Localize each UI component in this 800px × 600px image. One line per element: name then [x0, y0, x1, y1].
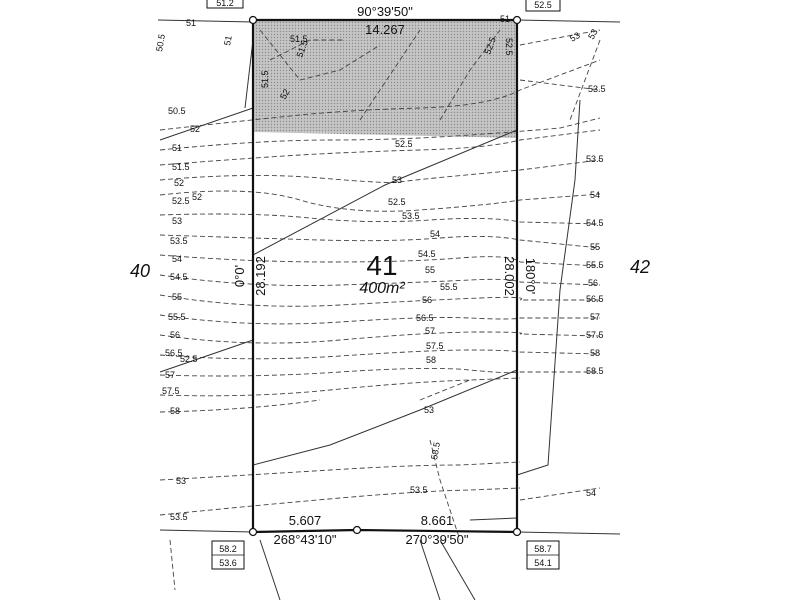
corner-marker-top-right: [512, 15, 522, 25]
lot-number: 41: [366, 250, 397, 281]
contour-lines: [159, 29, 601, 591]
contour-label: 57: [590, 312, 600, 322]
level-bottom-right-upper: 58.7: [534, 544, 552, 554]
contour-label: 55.5: [586, 260, 604, 270]
left-length: 28.192: [253, 256, 268, 296]
contour-label: 54.5: [586, 218, 604, 228]
contour-label: 52.5: [180, 354, 198, 364]
contour-label: 57.5: [586, 330, 604, 340]
top-bearing: 90°39'50": [357, 4, 413, 19]
lot-boundary: [251, 18, 519, 534]
bottom-left-length: 5.607: [289, 513, 322, 528]
contour-label: 53.5: [170, 236, 188, 246]
level-box-top-right: 52.5: [525, 0, 561, 12]
contour-label: 53: [568, 30, 582, 44]
level-box-bottom-right: 58.7 54.1: [526, 540, 560, 570]
neighbor-lot-right: 42: [630, 257, 650, 277]
contour-label: 57.5: [162, 386, 180, 396]
left-bearing: 0°0': [232, 265, 247, 287]
contour-label: 52: [278, 87, 292, 101]
corner-marker-top-left: [248, 15, 258, 25]
contour-label: 53.5: [586, 154, 604, 164]
right-length: 28.002: [502, 256, 517, 296]
contour-label: 56: [170, 330, 180, 340]
level-bottom-left-lower: 53.6: [219, 558, 237, 568]
contour-label: 53.5: [410, 485, 428, 495]
contour-label: 51: [186, 18, 196, 28]
bottom-left-bearing: 268°43'10": [274, 532, 337, 547]
contour-label: 53: [392, 175, 402, 185]
neighbor-lot-left: 40: [130, 261, 150, 281]
contour-label: 52: [192, 192, 202, 202]
solid-lines: [157, 19, 621, 600]
contour-label: 54: [430, 229, 440, 239]
contour-label: 53: [586, 27, 600, 41]
corner-marker-bottom-right: [512, 527, 522, 537]
contour-label: 52.5: [395, 139, 413, 149]
contour-label: 56.5: [586, 294, 604, 304]
contour-labels-left: 50.5 51 51 50.5 52 51 51.5 52 52.5 53 53…: [154, 18, 234, 522]
contour-label: 51.5: [290, 34, 308, 44]
contour-label: 58.5: [429, 441, 442, 460]
contour-label: 53.5: [588, 84, 606, 94]
bottom-right-length: 8.661: [421, 513, 454, 528]
contour-label: 52.5: [504, 38, 514, 56]
contour-label: 51: [222, 35, 234, 47]
corner-marker-bottom-mid: [352, 525, 362, 535]
contour-label: 56: [422, 295, 432, 305]
contour-label: 51: [500, 14, 510, 24]
contour-label: 56.5: [165, 348, 183, 358]
right-bearing: 180°0': [523, 258, 538, 295]
contour-label: 52: [190, 124, 200, 134]
contour-label: 55.5: [168, 312, 186, 322]
contour-label: 57.5: [426, 341, 444, 351]
contour-label: 53: [172, 216, 182, 226]
contour-label: 54: [586, 488, 596, 498]
contour-label: 52: [174, 178, 184, 188]
contour-label: 53.5: [170, 512, 188, 522]
contour-label: 58: [426, 355, 436, 365]
level-box-top-left: 51.2: [206, 0, 244, 9]
contour-labels-right: 53 53 53.5 53.5 54 54.5 55 55.5 56 56.5 …: [500, 14, 606, 498]
contour-label: 52.5: [172, 196, 190, 206]
contour-label: 51: [172, 143, 182, 153]
level-bottom-left-upper: 58.2: [219, 544, 237, 554]
contour-label: 51.5: [172, 162, 190, 172]
contour-label: 53: [176, 476, 186, 486]
contour-label: 54: [590, 190, 600, 200]
contour-label: 55: [425, 265, 435, 275]
contour-label: 55.5: [440, 282, 458, 292]
bottom-right-bearing: 270°39'50": [406, 532, 469, 547]
contour-label: 57: [165, 370, 175, 380]
contour-label: 50.5: [154, 33, 167, 52]
level-box-bottom-left: 58.2 53.6: [211, 540, 245, 570]
contour-label: 55: [172, 292, 182, 302]
contour-label: 57: [425, 326, 435, 336]
contour-label: 55: [590, 242, 600, 252]
corner-marker-bottom-left: [248, 527, 258, 537]
contour-label: 54.5: [418, 249, 436, 259]
contour-label: 50.5: [168, 106, 186, 116]
contour-label: 54: [172, 254, 182, 264]
contour-label: 54.5: [170, 272, 188, 282]
contour-label: 53: [424, 405, 434, 415]
contour-label: 58: [170, 406, 180, 416]
top-length: 14.267: [365, 22, 405, 37]
contour-label: 56: [588, 278, 598, 288]
level-top-left: 51.2: [216, 0, 234, 8]
contour-label: 56.5: [416, 313, 434, 323]
level-top-right: 52.5: [534, 0, 552, 10]
contour-label: 58.5: [586, 366, 604, 376]
contour-label: 51.5: [260, 70, 270, 88]
contour-label: 58: [590, 348, 600, 358]
lot-area: 400m²: [359, 280, 405, 297]
contour-label: 53.5: [402, 211, 420, 221]
level-bottom-right-lower: 54.1: [534, 558, 552, 568]
shaded-area: [253, 20, 517, 138]
contour-label: 52.5: [388, 197, 406, 207]
